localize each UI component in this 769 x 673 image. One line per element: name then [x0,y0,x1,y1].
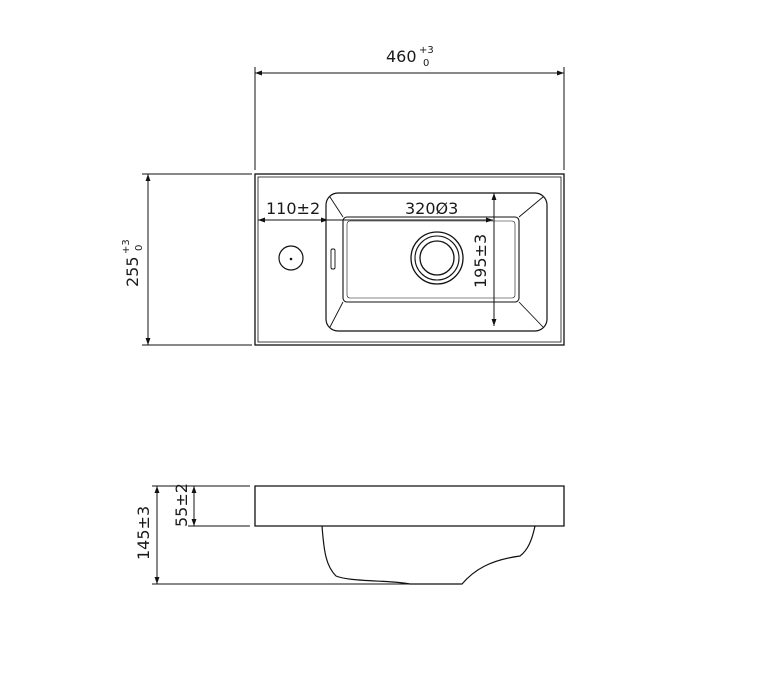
bowl-length-label: 320Ø3 [405,199,458,218]
width-value: 460 [386,47,417,66]
bowl-slope-bottom-right [518,301,544,328]
bowl-slope-top-right [518,196,544,218]
side-bowl-profile [321,525,536,585]
bowl-width-dimension-label: 195±3 [471,234,490,288]
tap-offset-label: 110±2 [266,199,320,218]
basin-rim-inner-line [257,176,562,343]
rim-dimension-label: 55±2 [172,483,191,527]
height-dimension-label: 145±3 [134,506,153,560]
drain-mid-ring [414,235,460,281]
bowl-slope-bottom-left [329,301,344,328]
drain-inner-ring [419,240,455,276]
basin-outer-outline [254,173,565,346]
depth-dimension-label: 255 +3 0 [121,239,145,287]
side-slab-outline [254,485,565,527]
side-view: 145±3 55±2 [134,483,565,585]
width-tol-upper: +3 [419,45,434,56]
drain-outer-ring [410,231,464,285]
bowl-width-value: 195±3 [471,234,490,288]
width-tol-lower: 0 [423,58,429,69]
height-value: 145±3 [134,506,153,560]
overflow-slot [330,248,336,270]
top-view: 460 +3 0 255 +3 0 [121,45,565,346]
depth-value: 255 [123,256,142,287]
depth-tol-upper: +3 [121,239,132,254]
tap-hole [278,245,304,271]
width-dimension-label: 460 +3 0 [386,45,434,69]
tap-hole-center [289,257,293,261]
bowl-outer-rim [325,192,548,332]
rim-value: 55±2 [172,483,191,527]
depth-tol-lower: 0 [134,245,145,251]
bowl-floor [342,216,520,303]
bowl-floor-inner-line [346,220,516,299]
bowl-slope-top-left [329,196,344,218]
